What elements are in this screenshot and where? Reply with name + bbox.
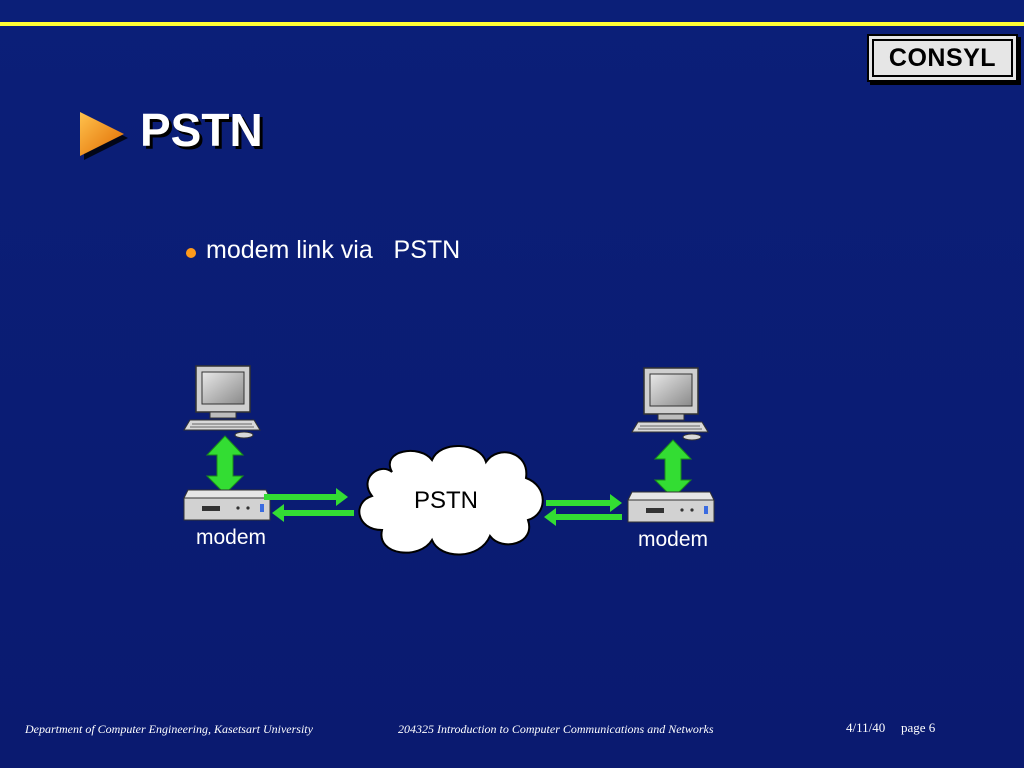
left-vertical-arrow-icon — [205, 435, 245, 495]
pstn-cloud-icon — [358, 445, 544, 556]
left-modem-label: modem — [196, 526, 267, 549]
left-computer-icon — [183, 365, 261, 439]
footer-department: Department of Computer Engineering, Kase… — [25, 722, 313, 736]
top-accent-line — [0, 22, 1024, 26]
left-modem-icon — [183, 489, 271, 521]
bullet-item: modem link via PSTN — [186, 236, 460, 265]
title-arrow-icon — [80, 112, 128, 160]
footer-date: 4/11/40 — [846, 720, 886, 735]
bullet-text: modem link via PSTN — [206, 236, 461, 264]
right-modem-icon — [627, 491, 715, 523]
consyl-logo-badge: CONSYL — [867, 34, 1018, 82]
right-modem-label: modem — [638, 528, 709, 551]
left-link-arrows-icon — [264, 488, 354, 522]
pstn-cloud-label: PSTN — [414, 487, 478, 514]
consyl-logo-text: CONSYL — [872, 39, 1013, 77]
right-vertical-arrow-icon — [653, 439, 693, 499]
bullet-dot-icon — [186, 247, 196, 258]
right-link-arrows-icon — [544, 494, 622, 526]
slide-title: PSTN — [140, 104, 263, 156]
footer-page-number: page 6 — [901, 720, 936, 735]
right-computer-icon — [631, 367, 709, 441]
footer-course: 204325 Introduction to Computer Communic… — [398, 722, 714, 736]
